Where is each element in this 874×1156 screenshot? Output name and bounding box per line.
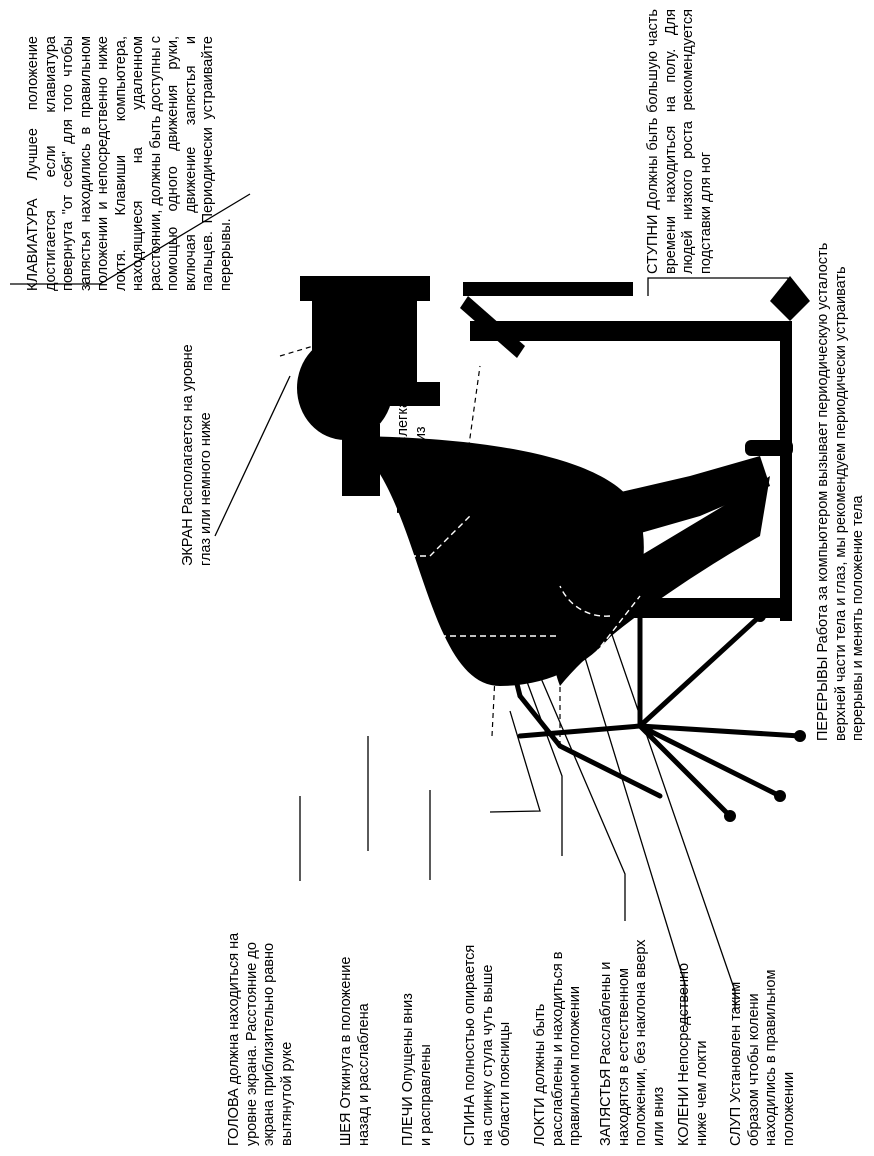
head-line-2: уровне экрана. Расстояние до bbox=[244, 886, 262, 1146]
neck-label: ШЕЯ Откинута в положение назад и расслаб… bbox=[338, 866, 373, 1146]
fingers-line-2: согнуты вниз bbox=[413, 354, 431, 514]
keyboard-label: КЛАВИАТУРА Лучшее положение достигается … bbox=[25, 36, 235, 291]
wrists-label: ЗАПЯСТЬЯ Расслаблены и находятся в естес… bbox=[598, 846, 668, 1146]
desk-base bbox=[780, 321, 792, 621]
back-line-1: СПИНА полностью опирается bbox=[462, 856, 480, 1146]
breaks-line-2: верхней части тела и глаз, мы рекомендуе… bbox=[833, 41, 851, 741]
head-line-1: ГОЛОВА должна находиться на bbox=[226, 886, 244, 1146]
screen-line-2: глаз или немного ниже bbox=[198, 266, 216, 566]
chair-spine bbox=[520, 726, 640, 736]
back-line-3: области поясницы bbox=[497, 856, 515, 1146]
fingers-label: ПАЛЬЦЫ Слегка согнуты вниз bbox=[395, 354, 430, 514]
elbows-label: ЛОКТИ должны быть расслаблены и находить… bbox=[532, 856, 585, 1146]
wrists-line-4: или вниз bbox=[651, 846, 669, 1146]
chair-line-3: находились в правильном bbox=[763, 886, 781, 1146]
head-label: ГОЛОВА должна находиться на уровне экран… bbox=[226, 886, 296, 1146]
feet-bracket-line bbox=[648, 278, 788, 296]
back-line-2: на спинку стула чуть выше bbox=[480, 856, 498, 1146]
wrists-line-2: находятся в естественном bbox=[616, 846, 634, 1146]
shoulders-label: ПЛЕЧИ Опущены вниз и расправлены bbox=[400, 886, 435, 1146]
knees-label: КОЛЕНИ Непосредственно ниже чем локти bbox=[676, 886, 711, 1146]
foot-silhouette bbox=[745, 440, 793, 456]
foot-rest bbox=[770, 276, 810, 321]
breaks-line-1: ПЕРЕРЫВЫ Работа за компьютером вызывает … bbox=[815, 41, 833, 741]
screen-line-1: ЭКРАН Располагается на уровне bbox=[180, 266, 198, 566]
keyboard-text: КЛАВИАТУРА Лучшее положение достигается … bbox=[25, 36, 235, 291]
shoulders-line-1: ПЛЕЧИ Опущены вниз bbox=[400, 886, 418, 1146]
feet-label: СТУПНИ Должны быть большую часть времени… bbox=[645, 9, 715, 274]
person-silhouette bbox=[297, 336, 793, 686]
head-line-4: вытянутой руке bbox=[279, 886, 297, 1146]
knees-line-1: КОЛЕНИ Непосредственно bbox=[676, 886, 694, 1146]
elbows-line-3: правильном положении bbox=[567, 856, 585, 1146]
neck-line-2: назад и расслаблена bbox=[356, 866, 374, 1146]
wrists-line-1: ЗАПЯСТЬЯ Расслаблены и bbox=[598, 846, 616, 1146]
head-line-3: экрана приблизительно равно bbox=[261, 886, 279, 1146]
breaks-line-3: перерывы и менять положение тела bbox=[850, 41, 868, 741]
chair-line-1: СЛУП Установлен таким bbox=[728, 886, 746, 1146]
knees-line-2: ниже чем локти bbox=[694, 886, 712, 1146]
chair-label: СЛУП Установлен таким образом чтобы коле… bbox=[728, 886, 798, 1146]
screen-leader-line bbox=[215, 376, 290, 536]
shoulders-line-2: и расправлены bbox=[418, 886, 436, 1146]
desk-support-right bbox=[470, 321, 780, 341]
chair-line-4: положении bbox=[781, 886, 799, 1146]
feet-text: СТУПНИ Должны быть большую часть времени… bbox=[645, 9, 715, 274]
wrists-line-3: положении, без наклона вверх bbox=[633, 846, 651, 1146]
back-label: СПИНА полностью опирается на спинку стул… bbox=[462, 856, 515, 1146]
chair-line-2: образом чтобы колени bbox=[746, 886, 764, 1146]
elbows-line-2: расслаблены и находиться в bbox=[550, 856, 568, 1146]
breaks-label: ПЕРЕРЫВЫ Работа за компьютером вызывает … bbox=[815, 41, 868, 741]
monitor-screen bbox=[300, 276, 430, 301]
elbows-line-1: ЛОКТИ должны быть bbox=[532, 856, 550, 1146]
desk-top bbox=[463, 282, 633, 296]
neck-line-1: ШЕЯ Откинута в положение bbox=[338, 866, 356, 1146]
back-leader-line bbox=[490, 711, 540, 812]
fingers-line-1: ПАЛЬЦЫ Слегка bbox=[395, 354, 413, 514]
screen-label: ЭКРАН Располагается на уровне глаз или н… bbox=[180, 266, 215, 566]
